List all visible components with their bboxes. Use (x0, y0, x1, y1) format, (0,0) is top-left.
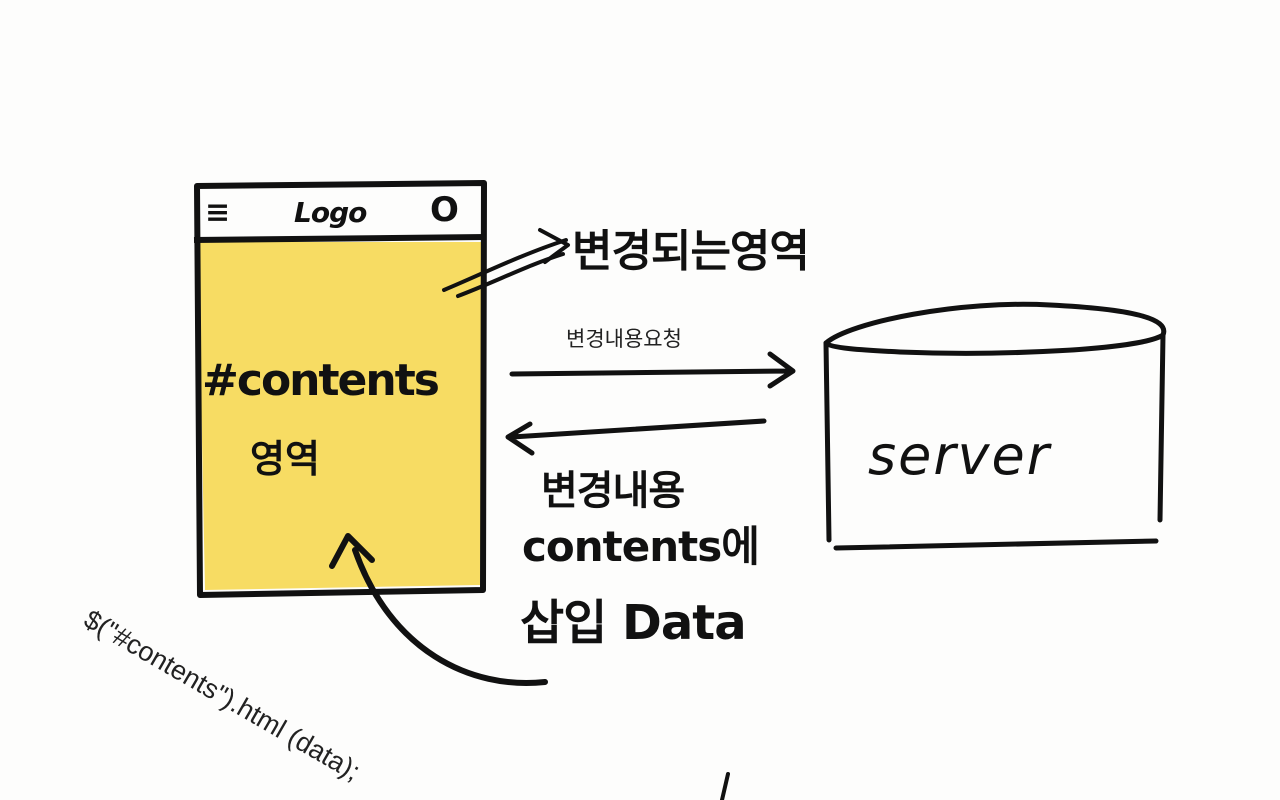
insert-arrow (329, 533, 548, 686)
server-body (823, 332, 1166, 551)
response-arrow (505, 418, 767, 456)
request-arrow (509, 351, 796, 389)
phone-header-divider (193, 234, 487, 243)
changed-area-label: 변경되는영역 (572, 226, 810, 277)
response-label-line3: 삽입 Data (520, 595, 747, 651)
response-label-line1: 변경내용 (541, 468, 685, 514)
request-label: 변경내용요청 (566, 327, 682, 351)
contents-label: #contents (202, 355, 440, 406)
response-label-line2: contents에 (522, 522, 760, 571)
server-label: server (868, 424, 1051, 487)
user-icon: O (430, 190, 459, 230)
contents-label-sub: 영역 (250, 437, 320, 481)
stray-mark (720, 772, 730, 800)
menu-icon: ≡ (205, 195, 231, 230)
changed-area-arrow (442, 228, 570, 298)
phone-content-area (198, 242, 484, 590)
server-shape (823, 301, 1167, 356)
logo-text: Logo (294, 196, 367, 229)
phone-outline (194, 180, 487, 598)
